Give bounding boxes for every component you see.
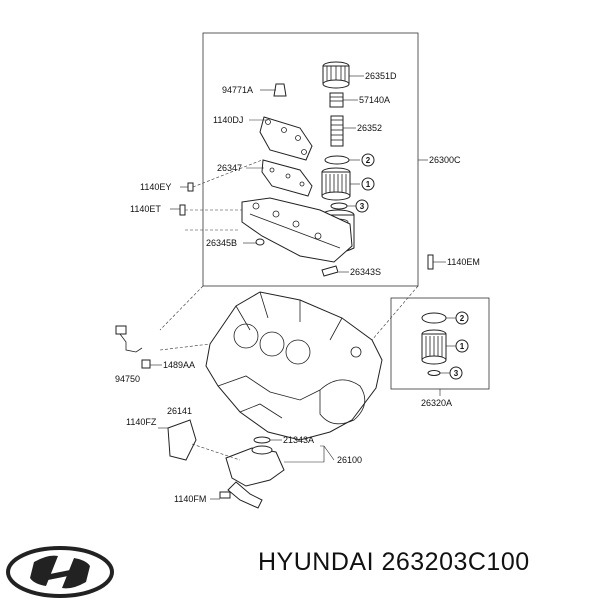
kit-callout-circle-3 <box>449 366 463 380</box>
filter-module-body <box>241 197 353 263</box>
label-94771A: 94771A <box>222 85 253 95</box>
label-1140FM: 1140FM <box>174 494 206 504</box>
kit-callout-1: 1 <box>460 342 465 351</box>
sensor-connector <box>115 325 127 335</box>
sensor-bolt <box>141 359 151 369</box>
label-26141: 26141 <box>167 406 192 416</box>
bolt-1140em <box>427 254 434 270</box>
oil-baffle <box>167 419 197 461</box>
small-gasket <box>321 265 339 277</box>
callout-circle-2 <box>361 153 375 167</box>
label-26347: 26347 <box>217 163 242 173</box>
small-o-ring <box>330 202 348 210</box>
oil-cooler-gasket <box>261 159 313 197</box>
label-26345B: 26345B <box>206 238 237 248</box>
label-26351D: 26351D <box>365 71 397 81</box>
label-1140EY: 1140EY <box>140 182 171 192</box>
label-1140ET: 1140ET <box>130 204 161 214</box>
label-1140FZ: 1140FZ <box>126 417 157 427</box>
bolt-1140fm <box>219 491 231 499</box>
label-1140EM: 1140EM <box>447 257 480 267</box>
label-26352: 26352 <box>357 123 382 133</box>
kit-callout-circle-1 <box>455 339 469 353</box>
kit-callout-3: 3 <box>454 369 459 378</box>
callout-3: 3 <box>360 202 365 211</box>
oil-filter-assembly-box <box>202 32 419 287</box>
gasket-ring <box>324 155 350 165</box>
engine-block <box>205 291 383 441</box>
product-caption: HYUNDAI 263203C100 <box>258 548 530 576</box>
small-seal <box>255 238 265 246</box>
bolt-1140ey <box>187 182 194 192</box>
kit-callout-2: 2 <box>460 314 465 323</box>
label-26300C: 26300C <box>429 155 461 165</box>
o-ring <box>329 92 344 108</box>
oil-level-sensor <box>119 333 143 353</box>
label-21343A: 21343A <box>283 435 314 445</box>
callout-circle-3 <box>355 199 369 213</box>
filter-spring <box>330 115 344 147</box>
callout-2: 2 <box>366 156 371 165</box>
label-57140A: 57140A <box>359 95 390 105</box>
label-1489AA: 1489AA <box>163 360 195 370</box>
hyundai-logo <box>6 546 114 598</box>
callout-1: 1 <box>366 180 371 189</box>
label-26343S: 26343S <box>350 267 381 277</box>
oil-pressure-switch <box>273 83 287 97</box>
oil-pump <box>225 445 285 509</box>
label-1140DJ: 1140DJ <box>213 115 243 125</box>
kit-callout-circle-2 <box>455 311 469 325</box>
kit-o-ring <box>427 370 441 376</box>
label-94750: 94750 <box>115 374 140 384</box>
kit-gasket <box>421 312 447 324</box>
filter-element <box>321 167 351 201</box>
oil-cooler-plate <box>259 116 313 161</box>
label-26100: 26100 <box>337 455 362 465</box>
callout-circle-1 <box>361 177 375 191</box>
oil-filter-cap <box>322 61 350 89</box>
pump-gasket <box>253 436 271 444</box>
kit-filter-element <box>421 329 447 365</box>
label-26320A: 26320A <box>421 398 452 408</box>
bolt-1140et <box>179 204 186 216</box>
